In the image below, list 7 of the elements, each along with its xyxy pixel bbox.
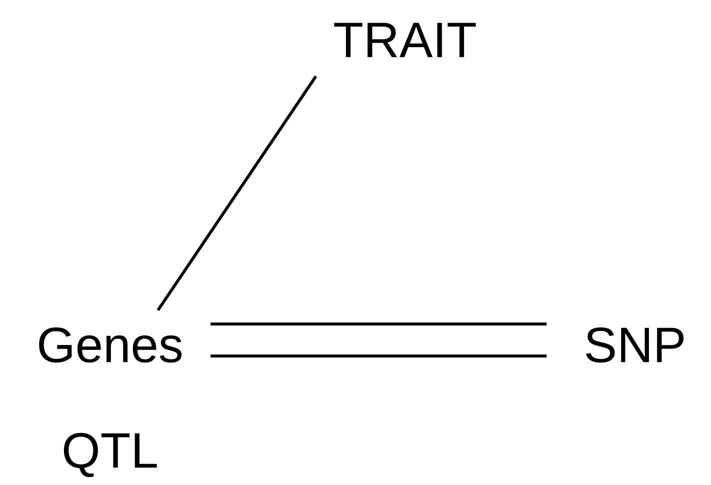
label: QTL bbox=[64, 432, 157, 478]
node-label: Genes bbox=[39, 327, 182, 363]
node-label: TRAIT bbox=[334, 22, 476, 58]
connector-line bbox=[156, 76, 318, 311]
connector-line bbox=[210, 322, 547, 326]
node-label: SNP bbox=[586, 327, 684, 363]
connector-line bbox=[210, 354, 547, 358]
